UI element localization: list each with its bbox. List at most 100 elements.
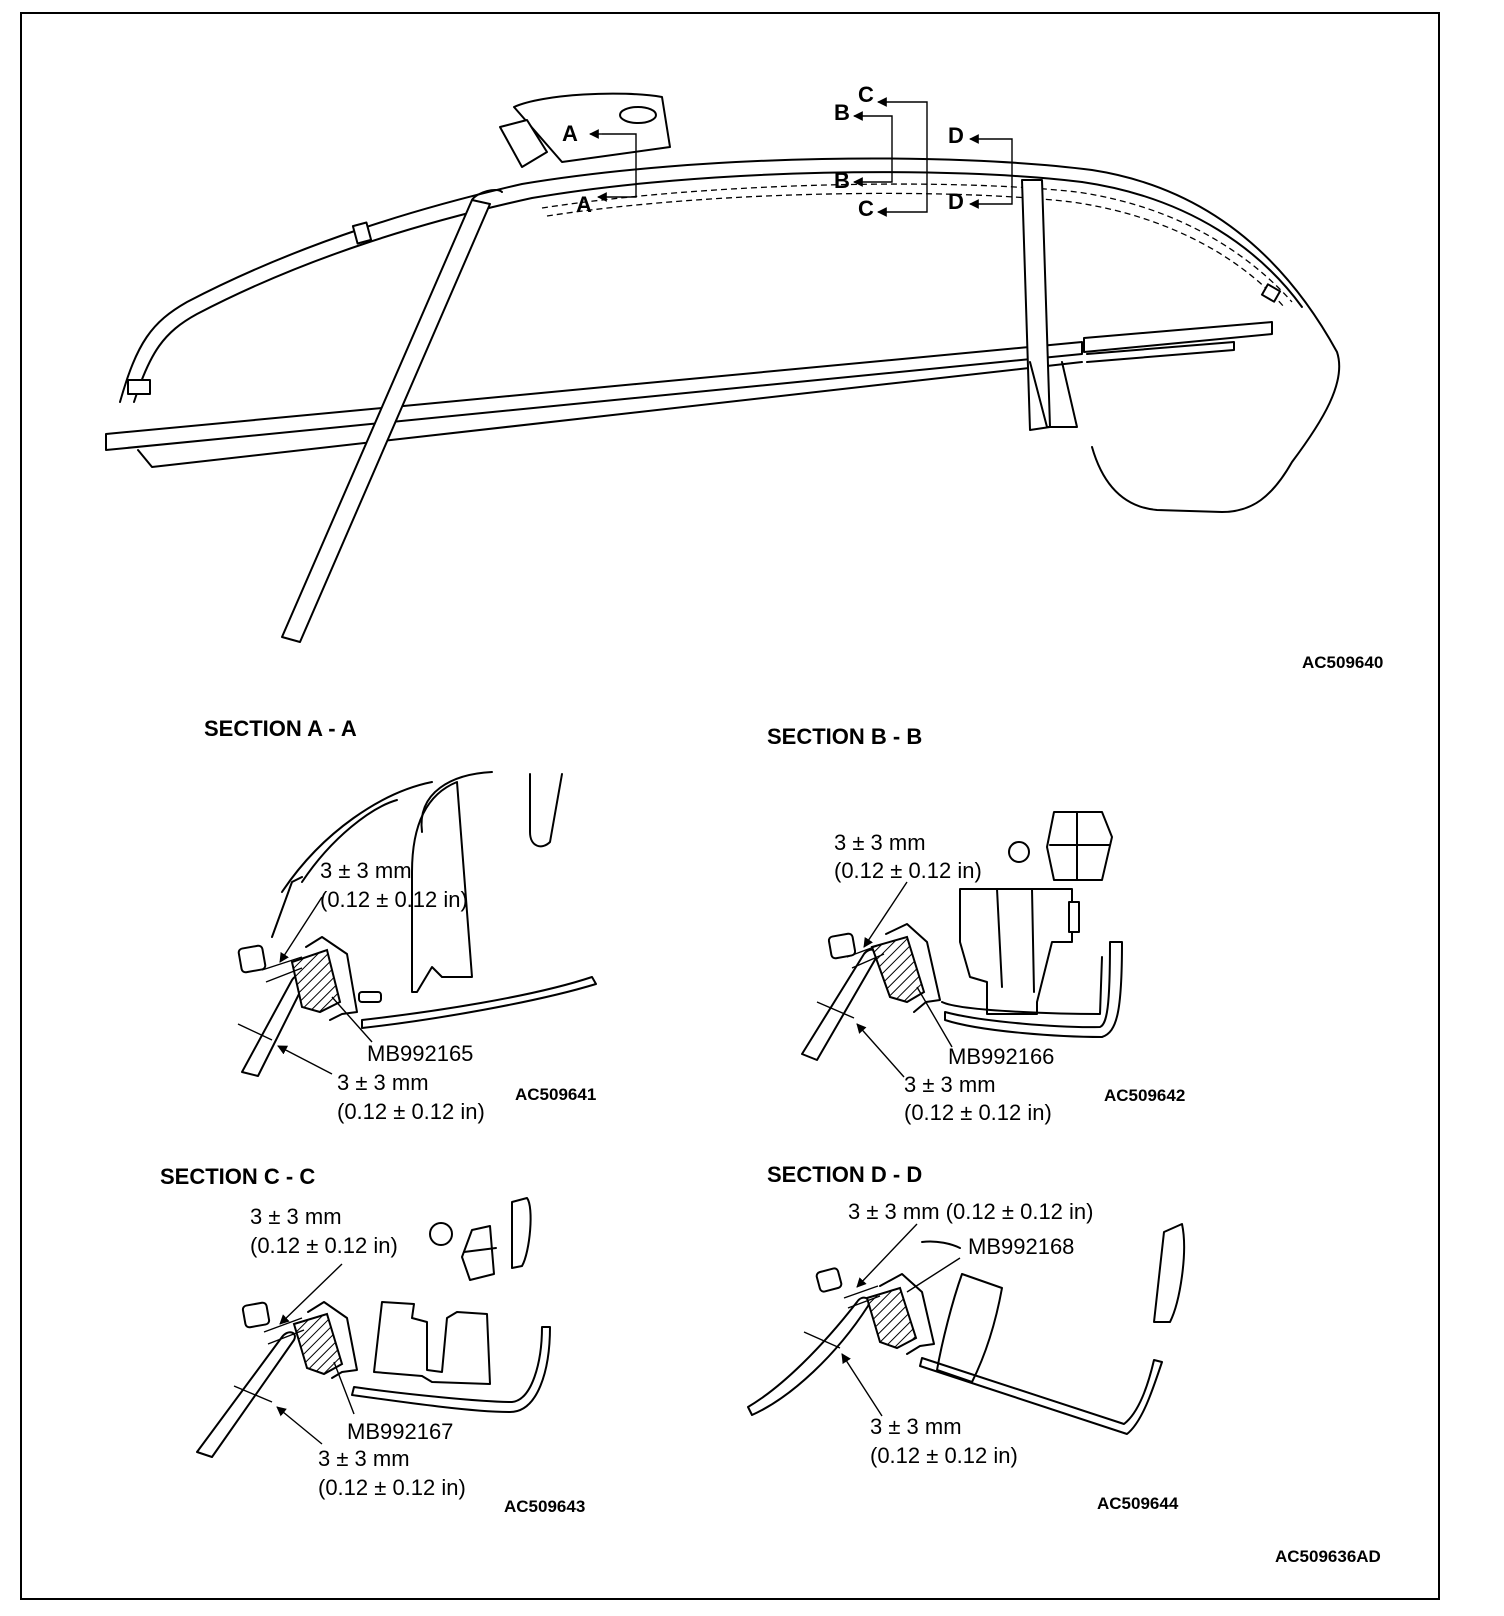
- section-a-glass-clip: [237, 944, 267, 974]
- section-c-clip-bar: [463, 1247, 497, 1253]
- section-c-dim-ext-3: [233, 1385, 273, 1403]
- section-a-tool-leader: [331, 996, 373, 1043]
- belt-molding-lower: [137, 361, 1083, 468]
- section-b-trim-body: [959, 888, 1073, 1015]
- section-a-bracket: [305, 936, 358, 1021]
- b-pillar: [1021, 179, 1051, 431]
- mirror-housing: [513, 92, 671, 163]
- section-c-tool: MB992167: [347, 1419, 453, 1444]
- clip-front-lower: [127, 379, 151, 395]
- section-b-tab: [1068, 901, 1080, 933]
- section-d-dim-bot-2: (0.12 ± 0.12 in): [870, 1443, 1018, 1468]
- section-c-code: AC509643: [504, 1497, 585, 1516]
- section-c-dim-ext-1: [263, 1317, 303, 1333]
- section-a-dim-ext-3: [237, 1023, 273, 1041]
- a-pillar: [281, 199, 491, 643]
- cut-label-c-top: C: [858, 82, 874, 107]
- clip-rear: [1260, 283, 1282, 303]
- cut-label-d-bottom: D: [948, 189, 964, 214]
- section-b-tool: MB992166: [948, 1044, 1054, 1069]
- section-c-dim-leader-top: [279, 1263, 343, 1325]
- section-c-dim-top-1: 3 ± 3 mm: [250, 1204, 342, 1229]
- section-b-weatherstrip: [944, 941, 1123, 1038]
- clip-front-upper: [351, 221, 373, 245]
- section-b-code: AC509642: [1104, 1086, 1185, 1105]
- diagram-svg: A A B B C C D D AC509640 SECTION A - A: [105, 82, 1383, 1566]
- section-c-dim-top-2: (0.12 ± 0.12 in): [250, 1233, 398, 1258]
- section-c-bracket: [307, 1301, 358, 1379]
- section-b-dim-bot-2: (0.12 ± 0.12 in): [904, 1100, 1052, 1125]
- belt-molding-rear-lower: [1086, 341, 1235, 363]
- section-c-tool-leader: [333, 1361, 355, 1415]
- section-a-dim-leader-bottom: [277, 1045, 333, 1075]
- dashed-seal-line-2: [546, 192, 1285, 308]
- section-d-upper-piece: [1153, 1223, 1186, 1323]
- section-b-trim-line-2: [1031, 888, 1035, 993]
- section-b-title: SECTION B - B: [767, 724, 922, 749]
- section-a-upper-piece: [529, 773, 563, 848]
- section-a-dim-ext-2: [265, 967, 303, 983]
- door-outline: [119, 157, 1341, 513]
- cut-label-a-top: A: [562, 121, 578, 146]
- section-b: SECTION B - B 3 ± 3 mm (0.12 ± 0.12 in) …: [767, 724, 1185, 1125]
- section-c-dim-bot-2: (0.12 ± 0.12 in): [318, 1475, 466, 1500]
- section-d-glass-clip: [815, 1267, 843, 1293]
- section-c-dim-ext-2: [267, 1329, 305, 1345]
- section-b-dim-bot-1: 3 ± 3 mm: [904, 1072, 996, 1097]
- b-pillar-lower: [1029, 361, 1078, 428]
- section-a-lip: [271, 876, 303, 938]
- section-c-weatherstrip: [351, 1326, 551, 1413]
- section-a-seal-tool: [290, 948, 342, 1014]
- section-d-dim-leader-bottom: [841, 1353, 883, 1417]
- section-d-dim-top: 3 ± 3 mm (0.12 ± 0.12 in): [848, 1199, 1093, 1224]
- section-b-dim-ext-2: [851, 953, 885, 969]
- mirror-hole: [619, 106, 657, 124]
- section-a-trim: [411, 781, 473, 993]
- cut-marker-d: D D: [948, 123, 1013, 214]
- section-d-dim-ext-2: [847, 1295, 881, 1309]
- section-a-code: AC509641: [515, 1085, 596, 1104]
- section-a-weatherstrip: [361, 976, 597, 1029]
- section-c-trim-body: [373, 1301, 491, 1385]
- section-a-panel-top: [420, 771, 493, 833]
- section-c-glass: [196, 1331, 296, 1458]
- section-a-dim-top-1: 3 ± 3 mm: [320, 858, 412, 883]
- section-b-seal-tool: [870, 935, 926, 1004]
- section-d: SECTION D - D 3 ± 3 mm (0.12 ± 0.12 in) …: [747, 1162, 1186, 1513]
- a-pillar-top: [471, 189, 503, 201]
- section-d-trim-panel: [936, 1273, 1003, 1383]
- section-b-dim-top-1: 3 ± 3 mm: [834, 830, 926, 855]
- cut-marker-b: B B: [834, 100, 893, 193]
- section-a-dim-bot-2: (0.12 ± 0.12 in): [337, 1099, 485, 1124]
- diagram-frame: A A B B C C D D AC509640 SECTION A - A: [20, 12, 1440, 1600]
- section-b-glass-clip: [827, 932, 857, 960]
- section-d-code: AC509644: [1097, 1494, 1179, 1513]
- section-d-dim-ext-3: [803, 1331, 841, 1349]
- cut-label-b-top: B: [834, 100, 850, 125]
- section-b-glass: [801, 948, 878, 1061]
- cut-label-b-bottom: B: [834, 168, 850, 193]
- section-b-dim-leader-bottom: [856, 1023, 905, 1078]
- section-a-small-clip: [358, 991, 382, 1003]
- main-view-code: AC509640: [1302, 653, 1383, 672]
- section-d-small-arc: [921, 1240, 961, 1249]
- section-d-title: SECTION D - D: [767, 1162, 922, 1187]
- dashed-seal-line-1: [541, 183, 1293, 303]
- mirror-base: [499, 119, 548, 168]
- section-b-bracket: [885, 923, 941, 1013]
- section-a-tool: MB992165: [367, 1041, 473, 1066]
- section-b-tool-leader: [916, 986, 953, 1048]
- section-a-dim-top-2: (0.12 ± 0.12 in): [320, 887, 468, 912]
- section-b-dim-ext-3: [816, 1001, 855, 1019]
- rear-roof-edge: [1081, 181, 1303, 308]
- section-b-hole: [1008, 841, 1030, 863]
- section-c-glass-clip: [241, 1301, 271, 1329]
- section-c-title: SECTION C - C: [160, 1164, 315, 1189]
- section-b-dim-leader-top: [863, 881, 908, 948]
- cut-marker-c: C C: [858, 82, 928, 221]
- section-d-tool: MB992168: [968, 1234, 1074, 1259]
- section-d-tool-leader: [906, 1257, 961, 1293]
- cut-label-d-top: D: [948, 123, 964, 148]
- section-b-lower-outline: [941, 956, 1103, 1015]
- section-d-dim-ext-1: [843, 1285, 879, 1299]
